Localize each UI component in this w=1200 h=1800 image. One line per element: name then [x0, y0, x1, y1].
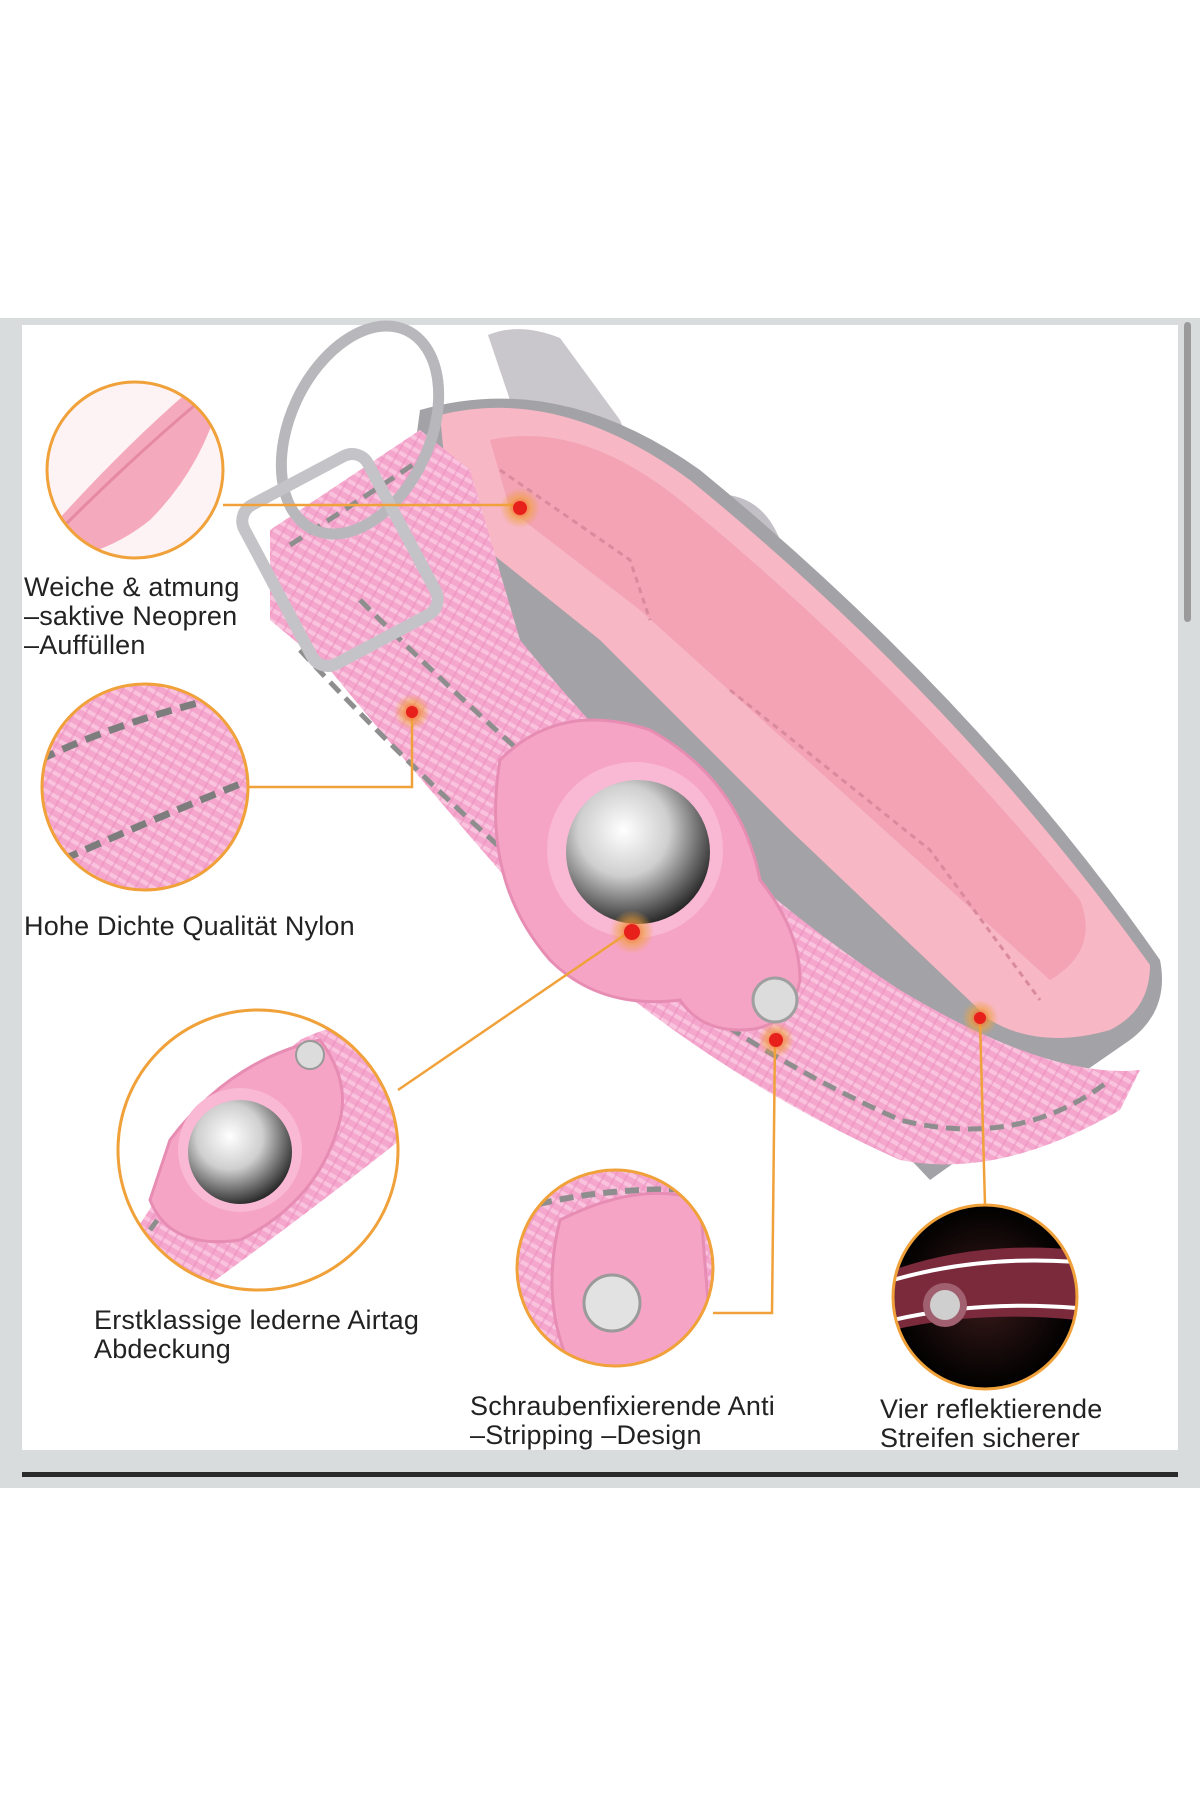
label-reflective: Vier reflektierende Streifen sicherer	[880, 1395, 1102, 1453]
label-neoprene: Weiche & atmung –saktive Neopren –Auffül…	[24, 573, 240, 660]
label-leather: Erstklassige lederne Airtag Abdeckung	[94, 1306, 419, 1364]
label-line: –saktive Neopren	[24, 601, 238, 631]
label-line: Hohe Dichte Qualität Nylon	[24, 911, 355, 941]
label-line: Erstklassige lederne Airtag	[94, 1305, 420, 1335]
callout-lines	[223, 503, 987, 1315]
callout-neoprene	[45, 380, 225, 560]
label-line: Abdeckung	[94, 1334, 231, 1364]
collar	[236, 320, 1162, 1181]
label-line: –Auffüllen	[24, 630, 146, 660]
callout-reflective	[891, 1203, 1079, 1391]
scrollbar[interactable]	[1184, 322, 1191, 622]
label-line: Streifen sicherer	[880, 1423, 1080, 1453]
label-line: Vier reflektierende	[880, 1394, 1103, 1424]
callout-leather	[116, 1008, 400, 1292]
label-line: Weiche & atmung	[24, 572, 240, 602]
airtag-holder	[494, 718, 802, 1032]
label-screw: Schraubenfixierende Anti –Stripping –Des…	[470, 1392, 775, 1450]
callout-screw	[515, 1168, 715, 1368]
markers	[394, 488, 998, 1058]
callout-nylon	[40, 682, 250, 892]
label-line: Schraubenfixierende Anti	[470, 1391, 776, 1421]
label-line: –Stripping –Design	[470, 1420, 702, 1450]
label-nylon: Hohe Dichte Qualität Nylon	[24, 912, 355, 941]
